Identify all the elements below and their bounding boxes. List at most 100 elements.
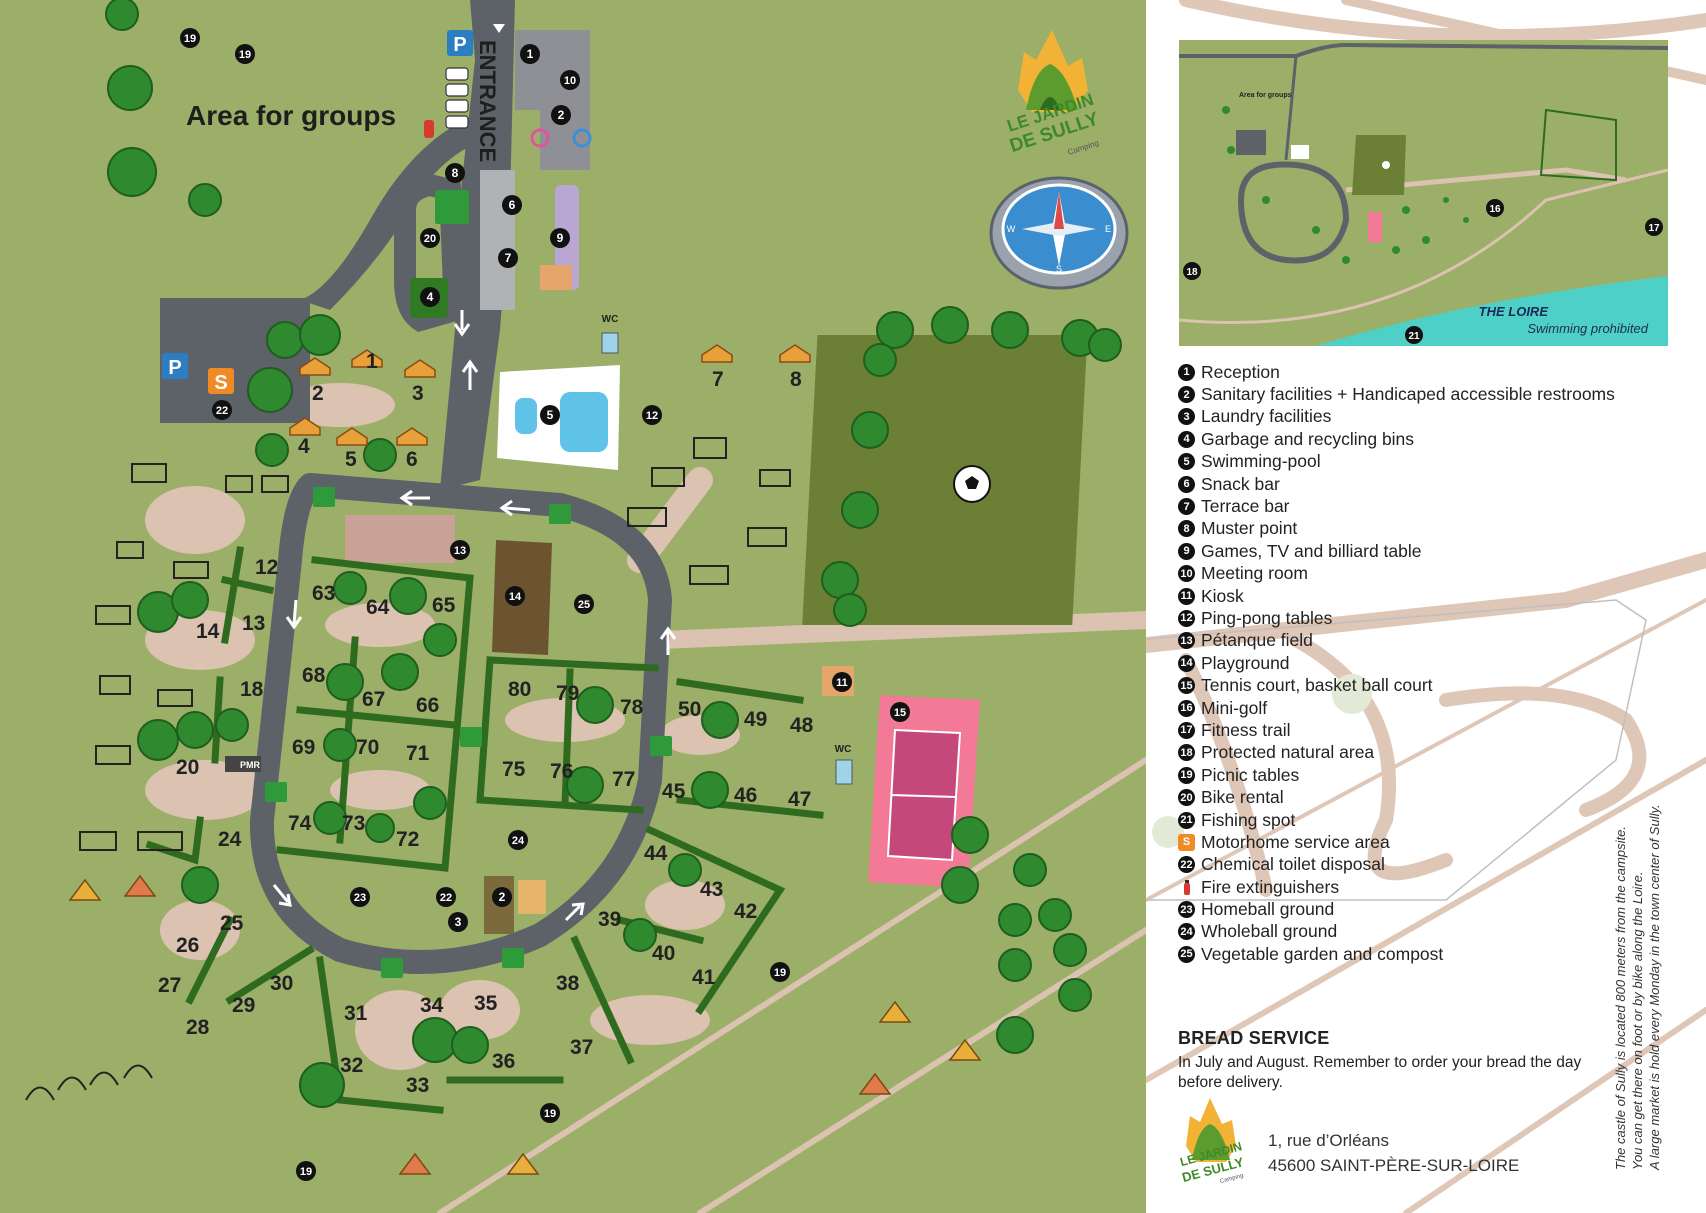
svg-text:14: 14	[196, 620, 220, 643]
facility-marker-8: 8	[445, 163, 465, 183]
svg-text:3: 3	[412, 382, 424, 405]
svg-text:39: 39	[598, 908, 621, 931]
svg-text:33: 33	[406, 1074, 429, 1097]
side-note-line-2: You can get there on foot or by bike alo…	[1630, 871, 1645, 1171]
tents	[68, 874, 982, 1175]
legend-label: Garbage and recycling bins	[1201, 428, 1415, 449]
address-line-1: 1, rue d’Orléans	[1268, 1131, 1389, 1150]
svg-text:9: 9	[557, 231, 564, 245]
fire-extinguisher-icon	[1178, 879, 1195, 896]
side-note-line-1: The castle of Sully is located 800 meter…	[1613, 826, 1628, 1170]
legend-label: Motorhome service area	[1201, 831, 1390, 852]
svg-text:2: 2	[499, 890, 506, 904]
svg-text:17: 17	[1648, 223, 1660, 234]
svg-text:6: 6	[406, 448, 418, 471]
svg-text:65: 65	[432, 594, 456, 617]
legend-item: Fire extinguishers	[1178, 876, 1698, 898]
svg-text:2: 2	[558, 108, 565, 122]
fitness-trail-signs	[265, 190, 672, 978]
inset-marker-17: 17	[1645, 218, 1663, 236]
legend-badge: 14	[1178, 654, 1195, 672]
legend-label: Fitness trail	[1201, 719, 1291, 740]
legend-badge: 12	[1178, 609, 1195, 627]
legend-badge: 22	[1178, 856, 1195, 874]
legend-panel: Area for groups THE LOIRE Swimming prohi…	[1146, 0, 1706, 1213]
legend-badge: 21	[1178, 811, 1195, 829]
svg-text:38: 38	[556, 972, 580, 995]
legend-label: Fishing spot	[1201, 809, 1296, 830]
campsite-map: P P S ENTRANCE Area for groups	[0, 0, 1146, 1213]
svg-text:71: 71	[406, 742, 430, 765]
svg-text:19: 19	[184, 33, 196, 45]
svg-text:29: 29	[232, 994, 255, 1017]
svg-text:S: S	[214, 372, 227, 394]
tennis-court	[868, 695, 980, 888]
inset-map: Area for groups THE LOIRE Swimming prohi…	[1178, 40, 1669, 346]
legend-label: Terrace bar	[1201, 496, 1290, 517]
sanitary-block-south	[518, 880, 546, 914]
legend-label: Wholeball ground	[1201, 921, 1338, 942]
svg-text:8: 8	[452, 166, 459, 180]
wc-building-north: WC	[601, 314, 619, 354]
bread-service-text: In July and August. Remember to order yo…	[1178, 1054, 1582, 1091]
svg-text:4: 4	[298, 435, 310, 458]
svg-text:PMR: PMR	[240, 760, 261, 770]
svg-text:15: 15	[894, 707, 906, 719]
legend-label: Meeting room	[1201, 563, 1308, 584]
legend-badge: 15	[1178, 677, 1195, 695]
facility-marker-20: 20	[420, 228, 440, 248]
pmr-building: PMR	[225, 756, 261, 772]
svg-text:5: 5	[345, 448, 357, 471]
legend-label: Laundry facilities	[1201, 406, 1332, 427]
svg-text:26: 26	[176, 934, 199, 957]
legend-badge: 16	[1178, 699, 1195, 717]
svg-text:74: 74	[288, 812, 312, 835]
svg-text:3: 3	[455, 915, 462, 929]
svg-text:20: 20	[424, 233, 436, 245]
parked-cars	[445, 67, 469, 129]
svg-text:21: 21	[1408, 331, 1420, 342]
fire-extinguisher-icon	[424, 120, 434, 138]
facility-marker-4: 4	[410, 278, 448, 318]
svg-text:46: 46	[734, 784, 757, 807]
svg-text:32: 32	[340, 1054, 363, 1077]
legend-badge: 11	[1178, 587, 1195, 605]
svg-text:73: 73	[342, 812, 365, 835]
facility-marker-24: 24	[508, 830, 528, 850]
facility-marker-25: 25	[574, 594, 594, 614]
legend-label: Pétanque field	[1201, 630, 1313, 651]
svg-text:19: 19	[774, 967, 786, 979]
svg-text:37: 37	[570, 1036, 593, 1059]
wc-building-east: WC	[835, 744, 853, 785]
svg-text:P: P	[168, 357, 181, 379]
legend-panel-decor: Area for groups THE LOIRE Swimming prohi…	[1146, 0, 1706, 1213]
legend-badge: 19	[1178, 766, 1195, 784]
facility-marker-6: 6	[502, 195, 522, 215]
facility-marker-11: 11	[832, 672, 852, 692]
svg-text:42: 42	[734, 900, 757, 923]
facility-marker-22b: 22	[436, 887, 456, 907]
svg-text:2: 2	[312, 382, 324, 405]
bread-service: BREAD SERVICE In July and August. Rememb…	[1178, 1028, 1598, 1093]
legend-label: Picnic tables	[1201, 764, 1300, 785]
compass-icon: S W E	[989, 176, 1129, 290]
legend-label: Playground	[1201, 652, 1290, 673]
legend-item: 18 Protected natural area	[1178, 742, 1698, 764]
svg-text:10: 10	[564, 75, 576, 87]
svg-text:78: 78	[620, 696, 644, 719]
facility-marker-19e: 19	[296, 1161, 316, 1181]
legend-item: 19 Picnic tables	[1178, 764, 1698, 786]
address-line-2: 45600 SAINT-PÈRE-SUR-LOIRE	[1268, 1156, 1520, 1175]
svg-text:35: 35	[474, 992, 498, 1015]
facility-marker-19d: 19	[540, 1103, 560, 1123]
